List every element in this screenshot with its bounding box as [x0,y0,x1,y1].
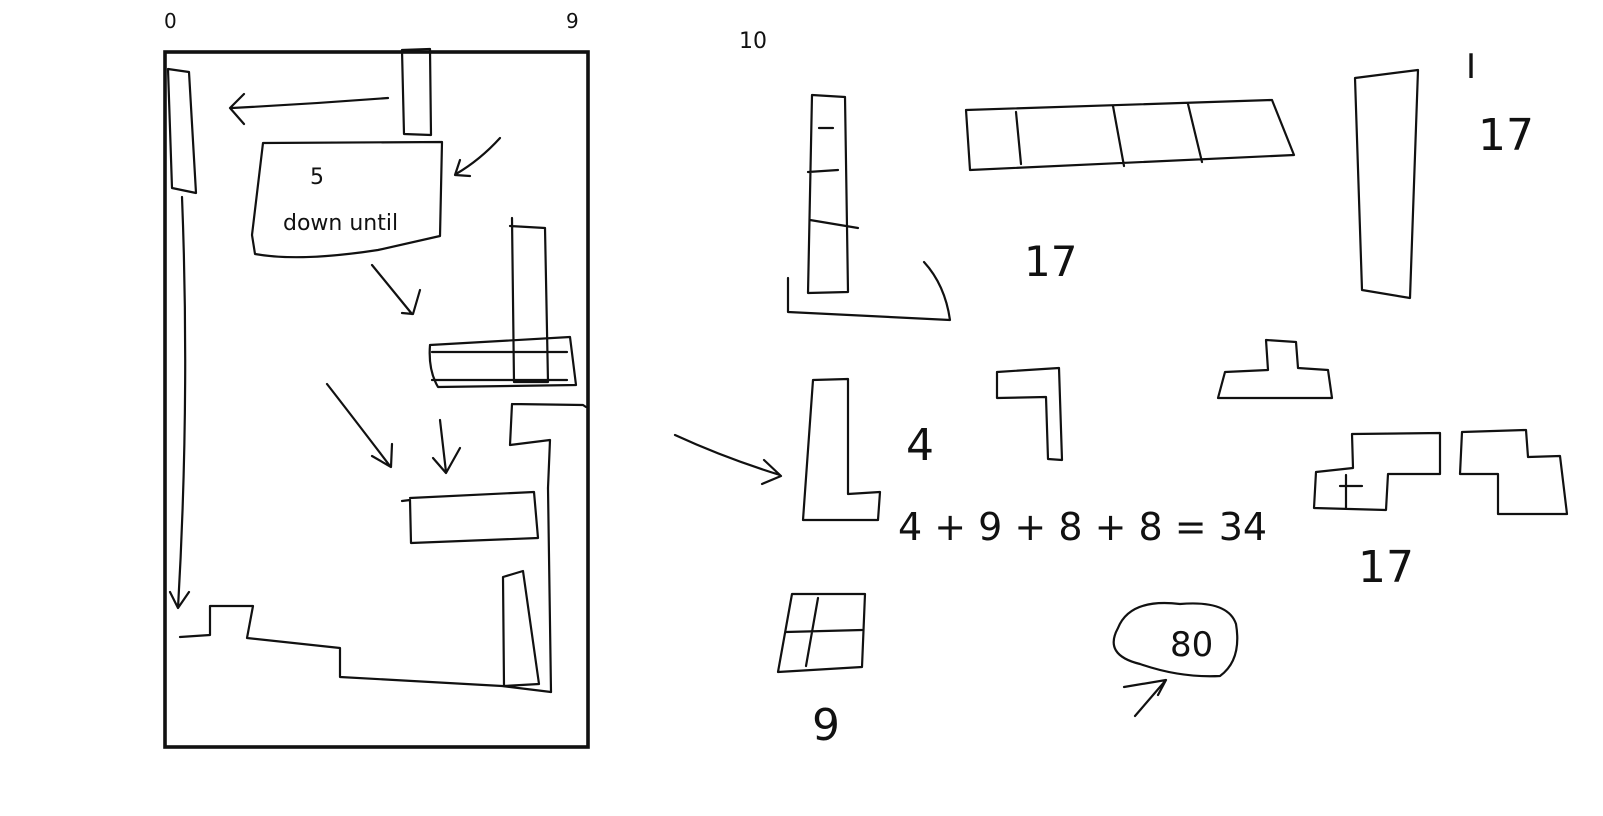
tall-vertical-piece [508,216,550,384]
z-piece [1458,428,1569,516]
square-piece-count: 9 [812,700,840,751]
square-piece [776,592,867,674]
arrow-into-note [453,136,502,178]
row-count-label: 17 [1024,237,1077,286]
note-text: down until [283,211,398,236]
board-corner-left-label: 0 [164,9,177,33]
arrow-to-circled-value [1122,678,1168,718]
horizontal-piece-stack [428,335,578,389]
falling-piece-top [400,47,433,137]
j-piece [995,366,1064,462]
board-border [163,50,590,749]
pieces-corner-label: 10 [739,29,767,54]
i-piece-count: 17 [1478,110,1534,161]
arrow-to-horizontal-piece [370,263,422,316]
horizontal-segmented-piece [964,98,1296,172]
l-piece-count: 4 [906,420,934,471]
arrow-diagonal-to-middle [325,382,394,469]
stack-floor-outline [178,604,553,694]
i-piece-label: I [1466,47,1476,87]
segmented-vertical-piece [806,93,860,295]
note-number: 5 [310,165,324,190]
sum-equation: 4 + 9 + 8 + 8 = 34 [898,505,1267,549]
s-piece-count: 17 [1358,542,1414,593]
circled-value-outline [1112,602,1239,678]
arrow-to-pieces [673,433,783,486]
s-piece [1312,431,1442,512]
middle-horizontal-piece [400,490,540,545]
note-box [250,140,444,259]
left-wall-piece [166,67,198,195]
circled-value: 80 [1170,625,1213,665]
arrow-to-left-wall [228,92,390,126]
board-corner-right-label: 9 [566,9,579,33]
lower-right-vertical-piece [501,486,553,694]
arrow-down-left-wall [168,195,191,610]
right-edge-piece [508,402,588,490]
t-piece [1216,338,1334,400]
l-bracket-base [786,260,952,322]
arrow-down-to-middle [431,418,462,475]
tall-i-piece [1353,68,1420,300]
pieces-catalog: 10 17 I 17 4 4 + 9 + 8 + 8 = 34 17 9 80 [739,29,1569,751]
game-board: 0 9 5 down until [163,9,590,749]
l-piece [801,377,882,522]
